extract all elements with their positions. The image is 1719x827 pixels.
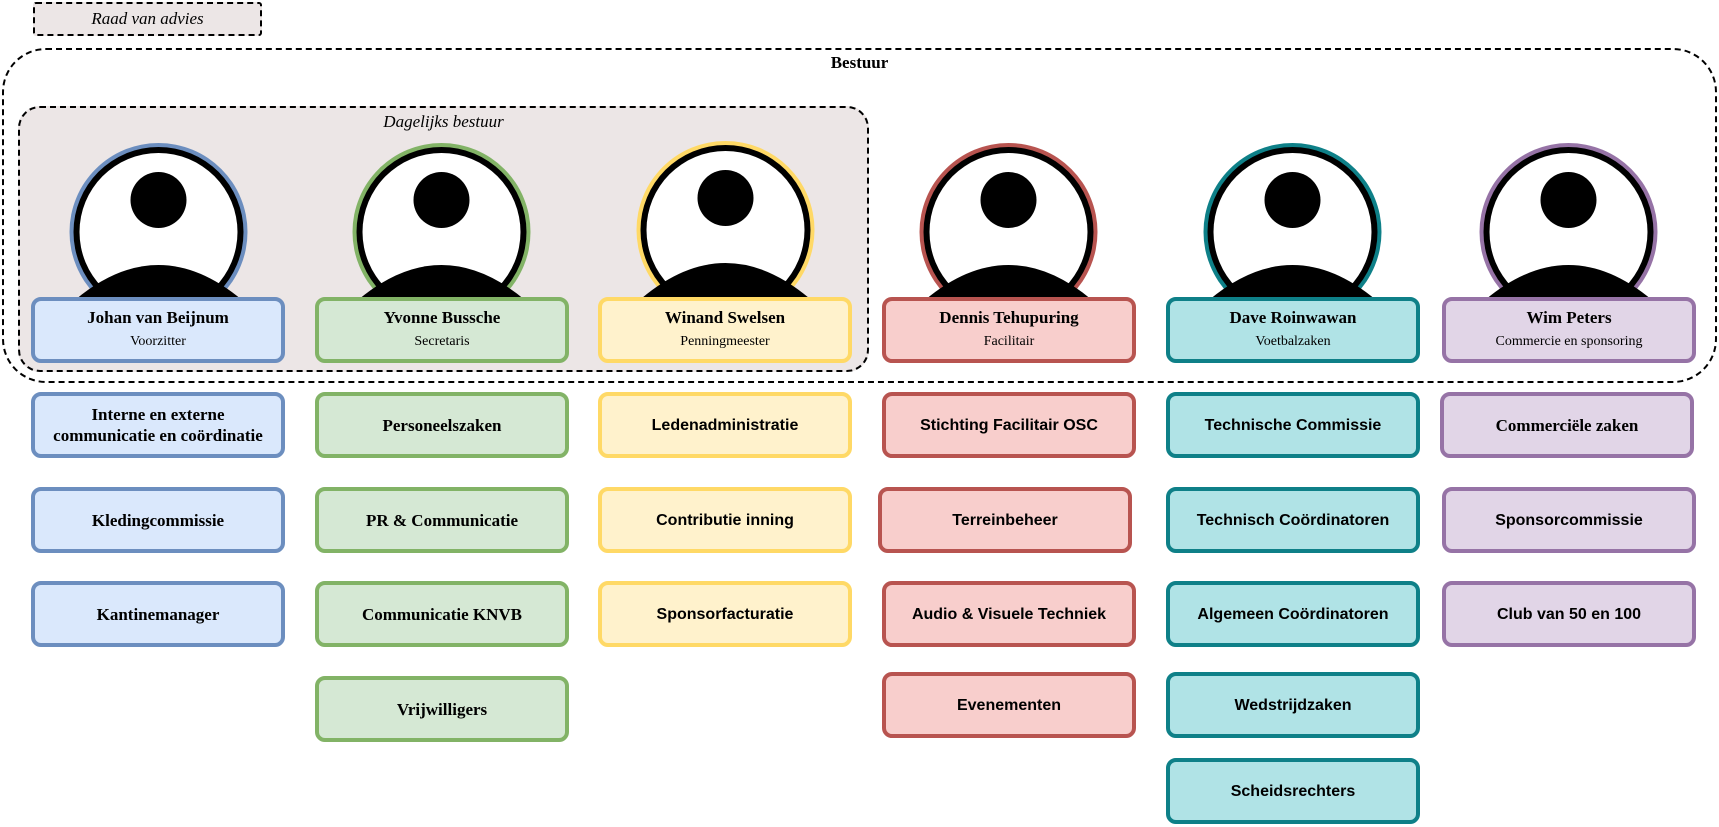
- committee-box: PR & Communicatie: [315, 487, 569, 553]
- member-name: Dennis Tehupuring: [939, 308, 1079, 327]
- bestuur-title: Bestuur: [830, 53, 889, 72]
- member-card-voetbalzaken: Dave Roinwawan Voetbalzaken: [1166, 297, 1420, 363]
- committee-box: Vrijwilligers: [315, 676, 569, 742]
- member-role: Secretaris: [414, 334, 470, 349]
- member-name: Yvonne Bussche: [383, 308, 501, 327]
- member-card-penningmeester: Winand Swelsen Penningmeester: [598, 297, 852, 363]
- raad-van-advies-box: Raad van advies: [33, 2, 262, 36]
- member-name: Johan van Beijnum: [87, 308, 229, 327]
- member-card-commercie: Wim Peters Commercie en sponsoring: [1442, 297, 1696, 363]
- committee-box: Contributie inning: [598, 487, 852, 553]
- committee-box: Sponsorfacturatie: [598, 581, 852, 647]
- committee-box: Stichting Facilitair OSC: [882, 392, 1136, 458]
- committee-box: Terreinbeheer: [878, 487, 1132, 553]
- person-avatar-icon: [346, 140, 537, 318]
- person-avatar-icon: [913, 140, 1104, 318]
- committee-box: Technisch Coördinatoren: [1166, 487, 1420, 553]
- committee-box: Sponsorcommissie: [1442, 487, 1696, 553]
- committee-box: Technische Commissie: [1166, 392, 1420, 458]
- committee-box: Ledenadministratie: [598, 392, 852, 458]
- committee-box: Interne en externe communicatie en coörd…: [31, 392, 285, 458]
- committee-box: Scheidsrechters: [1166, 758, 1420, 824]
- member-card-voorzitter: Johan van Beijnum Voorzitter: [31, 297, 285, 363]
- member-role: Penningmeester: [680, 334, 770, 349]
- member-role: Facilitair: [983, 334, 1035, 349]
- committee-box: Communicatie KNVB: [315, 581, 569, 647]
- committee-box: Kledingcommissie: [31, 487, 285, 553]
- bestuur-container: [2, 48, 1717, 383]
- person-avatar-icon: [63, 140, 254, 318]
- member-card-secretaris: Yvonne Bussche Secretaris: [315, 297, 569, 363]
- member-name: Dave Roinwawan: [1229, 308, 1357, 327]
- member-role: Voetbalzaken: [1255, 334, 1331, 349]
- member-name: Winand Swelsen: [664, 308, 786, 327]
- committee-box: Evenementen: [882, 672, 1136, 738]
- member-name: Wim Peters: [1526, 308, 1612, 327]
- committee-box: Personeelszaken: [315, 392, 569, 458]
- committee-box: Wedstrijdzaken: [1166, 672, 1420, 738]
- member-role: Commercie en sponsoring: [1495, 334, 1643, 349]
- member-role: Voorzitter: [130, 334, 186, 349]
- committee-box: Kantinemanager: [31, 581, 285, 647]
- person-avatar-icon: [630, 138, 821, 316]
- person-avatar-icon: [1197, 140, 1388, 318]
- dagelijks-bestuur-title: Dagelijks bestuur: [383, 112, 504, 131]
- member-card-facilitair: Dennis Tehupuring Facilitair: [882, 297, 1136, 363]
- committee-box: Commerciële zaken: [1440, 392, 1694, 458]
- committee-box: Algemeen Coördinatoren: [1166, 581, 1420, 647]
- committee-box: Club van 50 en 100: [1442, 581, 1696, 647]
- person-avatar-icon: [1473, 140, 1664, 318]
- committee-box: Audio & Visuele Techniek: [882, 581, 1136, 647]
